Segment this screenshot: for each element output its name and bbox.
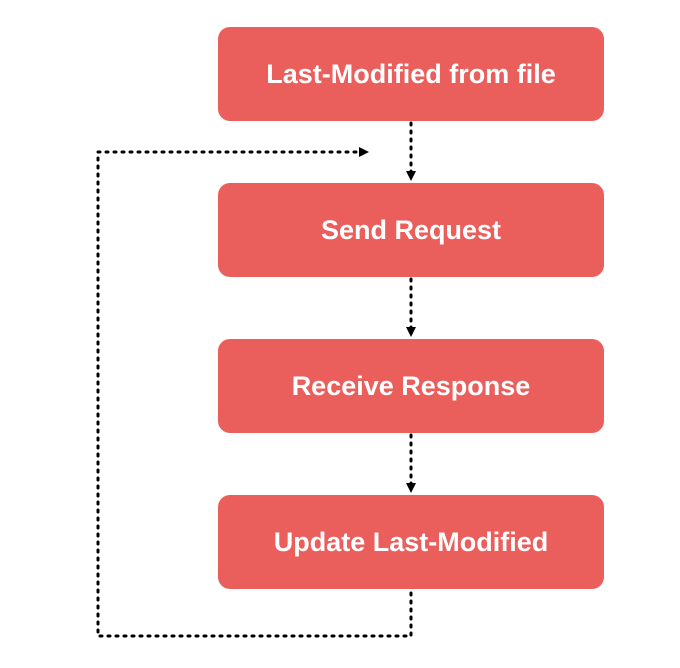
node-label: Receive Response [291, 370, 531, 401]
node-last-modified-from-file: Last-Modified from file [218, 27, 604, 121]
node-update-last-modified: Update Last-Modified [218, 495, 604, 589]
node-receive-response: Receive Response [218, 339, 604, 433]
node-label: Last-Modified from file [266, 58, 556, 89]
node-label: Send Request [320, 214, 502, 245]
node-label: Update Last-Modified [273, 526, 549, 557]
loop-arrow-update-to-request [96, 147, 413, 638]
node-send-request: Send Request [218, 183, 604, 277]
